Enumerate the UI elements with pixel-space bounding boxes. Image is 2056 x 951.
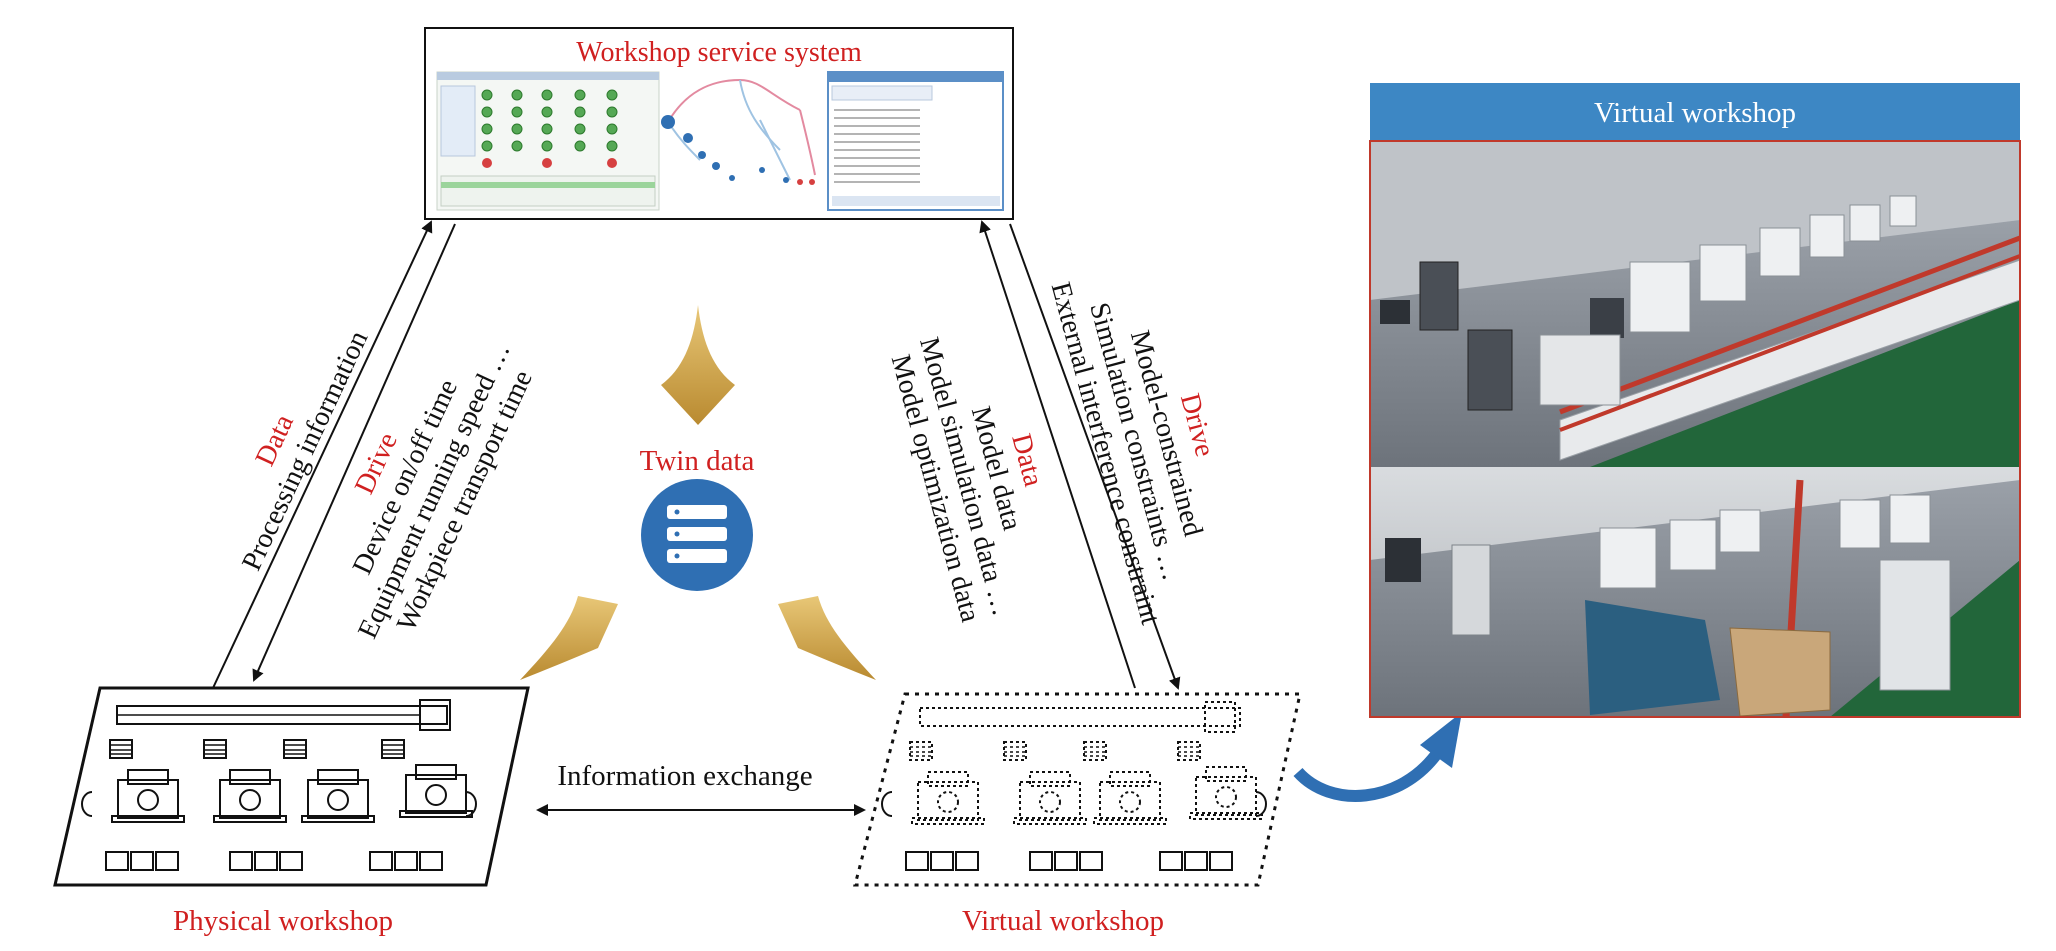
twin-data-hub: Twin data — [520, 305, 876, 680]
database-server-icon — [641, 479, 753, 591]
render-bottom — [1370, 467, 2020, 718]
physical-workshop: Physical workshop — [53, 686, 530, 937]
right-link: Data Model data Model simulation data … … — [882, 220, 1259, 690]
service-tree-screenshot — [661, 78, 816, 185]
virtual-workshop-3d-view: Virtual workshop — [1369, 83, 2021, 718]
virtual-workshop: Virtual workshop — [853, 692, 1302, 937]
left-link: Data Processing information Drive Device… — [207, 220, 539, 689]
physical-workshop-caption: Physical workshop — [173, 905, 393, 937]
service-system-panel: Workshop service system — [424, 27, 1014, 220]
curved-blue-arrow — [1293, 712, 1462, 802]
twin-data-label: Twin data — [640, 445, 755, 477]
virtual-view-header — [1370, 83, 2020, 141]
arrow-physical-to-service — [212, 220, 433, 689]
virtual-workshop-caption: Virtual workshop — [962, 905, 1164, 937]
left-data-text: Data Processing information — [207, 313, 374, 576]
arrow-service-to-physical — [252, 223, 456, 682]
right-data-text: Data Model data Model simulation data … … — [882, 317, 1081, 634]
virtual-view-header-label: Virtual workshop — [1594, 97, 1796, 129]
right-drive-text: Drive Model-constrained Simulation const… — [1045, 254, 1259, 628]
gold-arrow-left — [520, 596, 618, 680]
information-exchange-link: Information exchange — [536, 760, 866, 816]
service-table-screenshot — [827, 71, 1004, 211]
service-dashboard-screenshot — [436, 71, 660, 211]
arrow-service-to-virtual — [1009, 223, 1181, 690]
arrow-virtual-to-service — [979, 220, 1136, 689]
gold-arrow-top — [661, 305, 735, 425]
gold-arrow-right — [778, 596, 876, 680]
service-system-title: Workshop service system — [576, 37, 862, 68]
information-exchange-label: Information exchange — [557, 760, 812, 792]
render-top — [1370, 141, 2021, 467]
